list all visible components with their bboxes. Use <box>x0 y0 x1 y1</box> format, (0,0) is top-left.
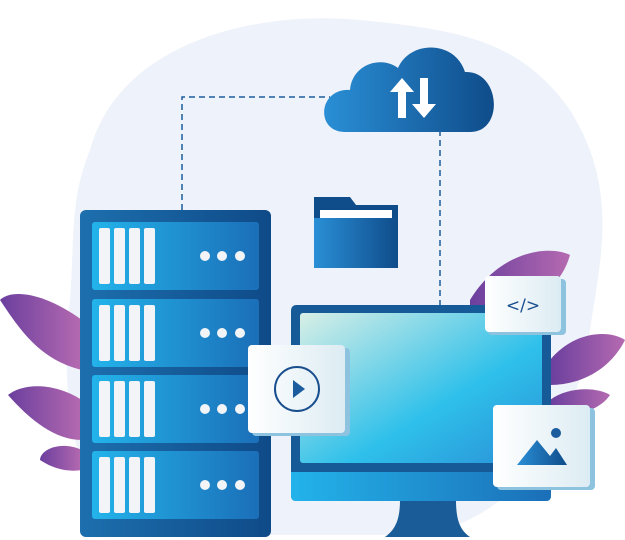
download-arrow-icon <box>412 78 436 118</box>
image-icon <box>517 428 567 465</box>
play-icon <box>274 366 320 412</box>
video-card <box>248 345 350 436</box>
connector-lines <box>181 96 441 305</box>
left-leaves <box>0 294 82 471</box>
folder-icon <box>314 197 398 268</box>
monitor-screen <box>300 313 542 463</box>
upload-arrow-icon <box>390 78 414 118</box>
code-card: </> <box>485 276 566 335</box>
image-card <box>493 405 595 490</box>
code-icon: </> <box>506 296 540 316</box>
server-rack <box>80 210 271 537</box>
monitor <box>291 305 551 537</box>
cloud-sync-icon <box>324 47 494 132</box>
